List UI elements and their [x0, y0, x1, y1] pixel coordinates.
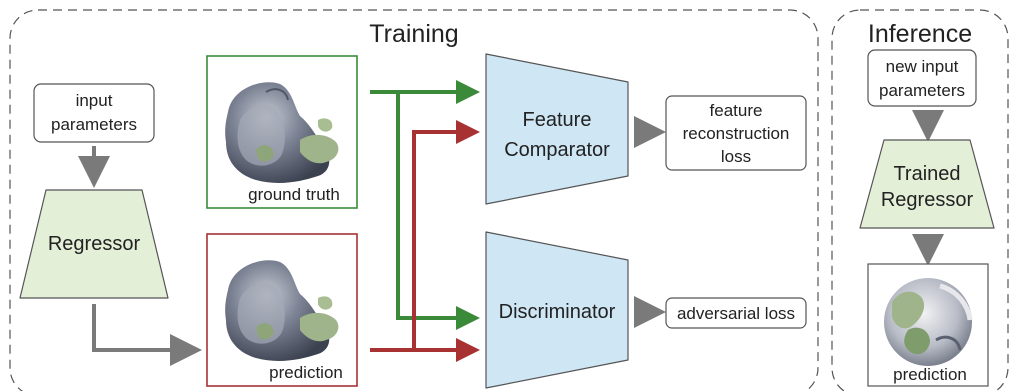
- regressor-to-prediction-arrow: [92, 304, 202, 366]
- feature-loss-line1: feature: [710, 101, 763, 120]
- trained-regressor-line1: Trained: [893, 163, 960, 185]
- training-title: Training: [369, 20, 458, 48]
- ground-truth-label: ground truth: [248, 185, 340, 204]
- ground-truth-to-discriminator-arrow: [396, 92, 480, 330]
- inference-prediction-label: prediction: [893, 365, 967, 384]
- inference-panel: [831, 9, 1009, 391]
- prediction-to-comparator-arrow: [412, 120, 480, 350]
- new-input-parameters-box: [867, 49, 977, 107]
- inference-title: Inference: [868, 20, 972, 48]
- new-input-line1: new input: [886, 57, 959, 76]
- trained-regressor-line2: Regressor: [881, 189, 974, 211]
- new-input-line2: parameters: [879, 81, 965, 100]
- feature-comparator-shape: [485, 53, 629, 205]
- regressor-shape: [19, 189, 169, 299]
- feature-loss-box: [665, 95, 807, 171]
- ground-truth-render: [225, 82, 339, 183]
- discriminator-label: Discriminator: [499, 301, 616, 323]
- input-parameters-box: [33, 83, 155, 143]
- inference-prediction-render: [884, 278, 973, 366]
- feature-loss-line2: reconstruction: [683, 124, 790, 143]
- discriminator-shape: [485, 231, 629, 389]
- prediction-label: prediction: [269, 363, 343, 382]
- feature-comparator-line1: Feature: [523, 109, 592, 131]
- input-parameters-line1: input: [76, 91, 113, 110]
- trained-regressor-shape: [859, 139, 995, 229]
- training-panel: [9, 9, 819, 391]
- regressor-label: Regressor: [48, 233, 141, 255]
- prediction-render: [225, 260, 339, 361]
- adversarial-loss-box: [665, 297, 807, 329]
- input-parameters-line2: parameters: [51, 115, 137, 134]
- feature-loss-line3: loss: [721, 147, 751, 166]
- adversarial-loss-label: adversarial loss: [677, 304, 795, 323]
- feature-comparator-line2: Comparator: [504, 139, 610, 161]
